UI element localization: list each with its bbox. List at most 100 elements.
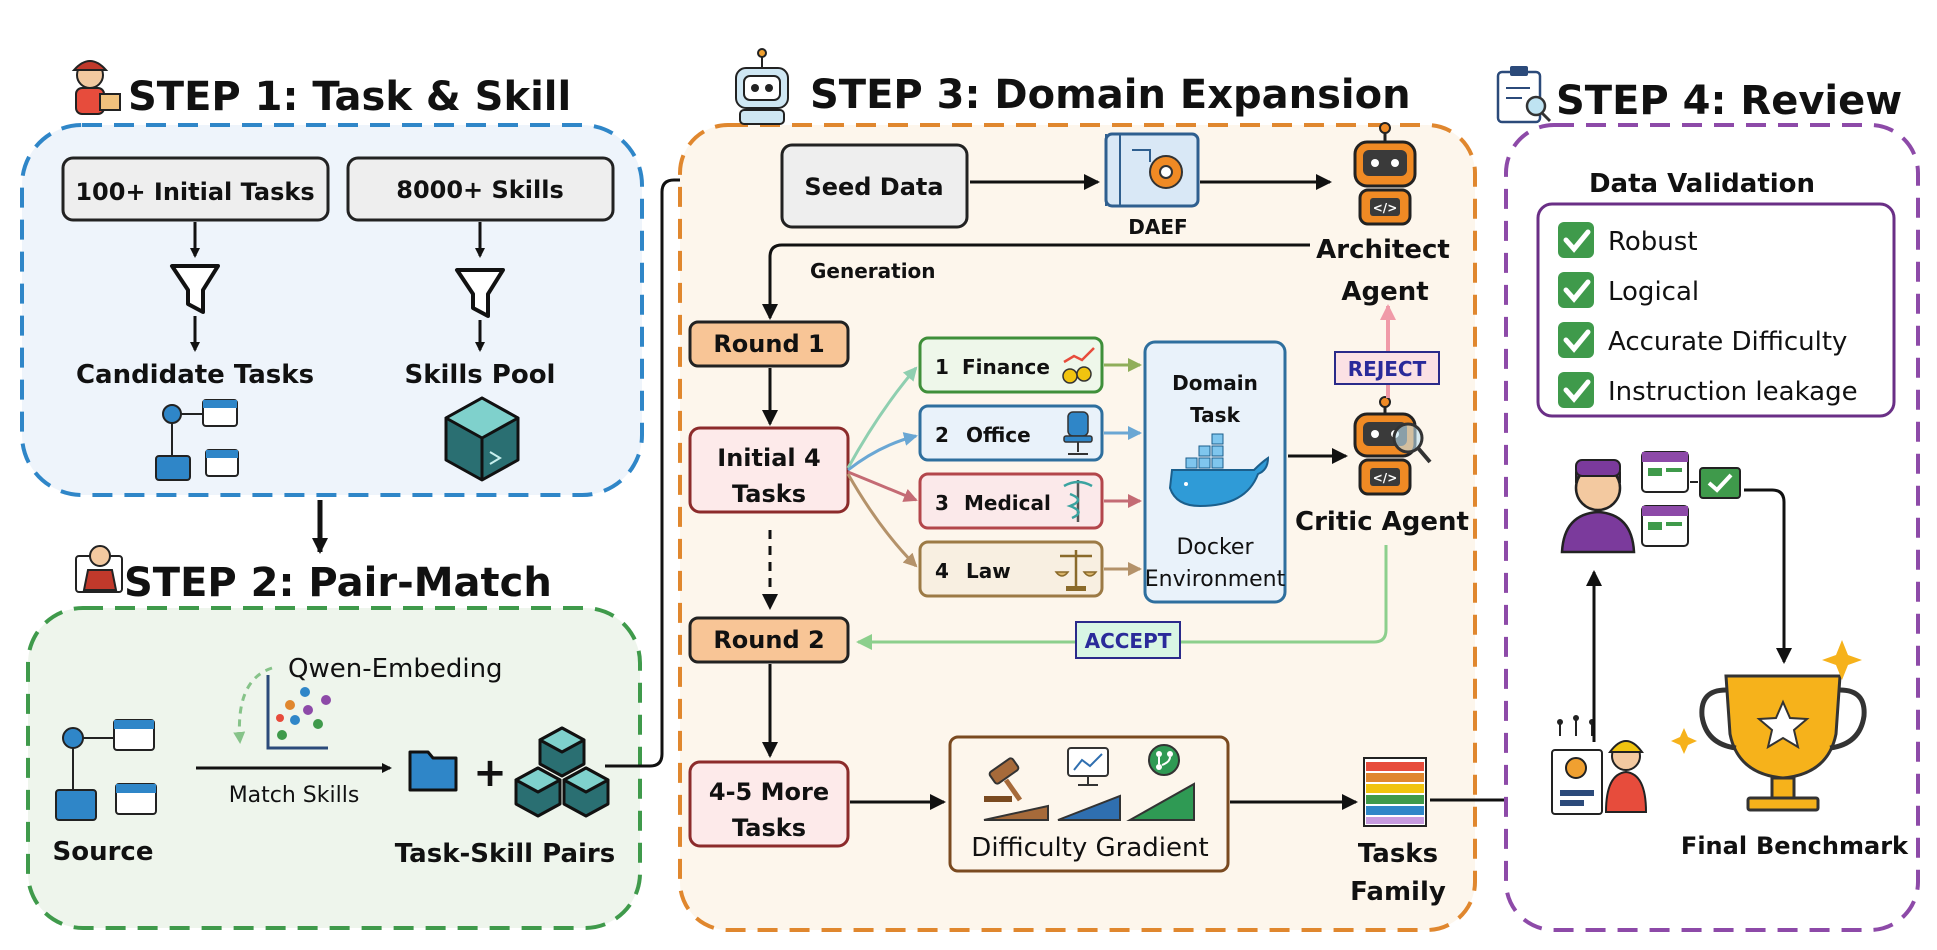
domain-name: Law [966, 559, 1011, 583]
filter-icon-skills [455, 268, 505, 318]
round1-label: Round 1 [713, 330, 824, 358]
embedding-scatter-icon [266, 675, 331, 750]
finance-chart-icon [1062, 347, 1095, 384]
initial4-label-line1: Initial 4 [717, 444, 820, 472]
validation-title: Data Validation [1589, 169, 1815, 199]
source-flow-icon [55, 719, 157, 821]
svg-text:</>: </> [1373, 471, 1398, 485]
docker-label-line2: Environment [1145, 567, 1286, 592]
domain-law: 4 Law [918, 540, 1104, 598]
review-to-trophy-arrow [1744, 488, 1792, 664]
initial-tasks-label: 100+ Initial Tasks [75, 178, 314, 206]
step3-robot-icon [735, 48, 789, 125]
difficulty-label: Difficulty Gradient [971, 833, 1208, 863]
svg-text:</>: </> [1373, 201, 1398, 215]
folder-icon [408, 750, 458, 792]
critic-robot-icon: </> [1353, 396, 1432, 496]
step3-title: STEP 3: Domain Expansion [810, 72, 1411, 118]
check-mark [1563, 279, 1591, 303]
check-icon [1558, 372, 1594, 408]
pairs-to-seed-arrow [605, 172, 780, 768]
step2-person-icon [75, 545, 123, 593]
skills-cube-icon [444, 396, 520, 482]
domain-name: Finance [962, 355, 1050, 379]
accept-arrow [856, 545, 1388, 650]
more-tasks-box [688, 760, 850, 848]
domain-task-label-line2: Task [1190, 403, 1240, 427]
office-chair-icon [1063, 411, 1093, 455]
skills-pool-label: Skills Pool [405, 360, 556, 390]
candidate-tasks-label: Candidate Tasks [76, 360, 314, 390]
check-icon [1558, 222, 1594, 258]
validation-item-label: Instruction leakage [1608, 377, 1858, 407]
trophy-icon [1671, 640, 1867, 812]
source-label: Source [53, 837, 154, 867]
domain-number: 3 [935, 491, 949, 515]
tasks-family-stack-icon [1363, 757, 1427, 827]
benchmark-label: Benchmark [1756, 832, 1909, 860]
domain-name: Office [966, 423, 1031, 447]
initial4-label-line2: Tasks [732, 480, 806, 508]
tasks-family-line1: Tasks [1358, 839, 1438, 869]
accept-badge [1075, 621, 1181, 659]
skills-label: 8000+ Skills [396, 176, 563, 204]
domain-number: 2 [935, 423, 949, 447]
caduceus-icon [1063, 480, 1093, 522]
validation-item: Robust [1558, 222, 1698, 258]
reject-label: REJECT [1348, 357, 1427, 381]
generation-arrow [762, 243, 1310, 320]
domain-task-label-line1: Domain [1172, 371, 1258, 395]
domain-number: 4 [935, 559, 949, 583]
check-icon [1558, 322, 1594, 358]
step4-title: STEP 4: Review [1556, 78, 1902, 124]
architect-robot-icon: </> [1353, 122, 1417, 226]
validation-item: Accurate Difficulty [1558, 322, 1847, 358]
task-skill-pairs-label: Task-Skill Pairs [395, 839, 615, 869]
validation-item: Instruction leakage [1558, 372, 1858, 408]
seed-data-label: Seed Data [804, 173, 943, 201]
domain-finance: 1 Finance [918, 336, 1104, 394]
accept-label: ACCEPT [1085, 629, 1172, 653]
domain-number: 1 [935, 355, 949, 379]
critic-agent-label: Critic Agent [1295, 507, 1469, 537]
check-mark [1563, 329, 1591, 353]
skills-box [346, 156, 615, 222]
seed-data-box [780, 143, 969, 229]
reviewer-icon [1560, 451, 1741, 554]
final-label: Final [1681, 832, 1747, 860]
generation-label: Generation [810, 259, 936, 283]
check-mark [1563, 379, 1591, 403]
embedding-label: Qwen-Embeding [288, 654, 503, 684]
step1-person-icon [71, 60, 121, 115]
monitor-chart-icon [1067, 747, 1109, 786]
daef-blueprint-icon [1104, 132, 1200, 208]
step1-title: STEP 1: Task & Skill [128, 74, 571, 120]
validation-item-label: Logical [1608, 277, 1699, 307]
gavel-icon [984, 757, 1023, 802]
architect-label-line1: Architect [1316, 235, 1450, 265]
docker-label-line1: Docker [1176, 535, 1254, 560]
task-flow-icon [155, 399, 239, 481]
round1-box [688, 320, 850, 368]
domain-medical: 3 Medical [918, 472, 1104, 530]
validation-item-label: Robust [1608, 227, 1698, 257]
validation-item-label: Accurate Difficulty [1608, 327, 1847, 357]
domain-name: Medical [964, 491, 1051, 515]
step4-clipboard-icon [1496, 66, 1552, 124]
branch-icon [1148, 744, 1180, 776]
architect-label-line2: Agent [1341, 277, 1428, 307]
difficulty-ramps [983, 782, 1195, 821]
daef-label: DAEF [1128, 215, 1187, 239]
tasks-family-line2: Family [1350, 877, 1446, 907]
validation-item: Logical [1558, 272, 1699, 308]
check-mark [1563, 229, 1591, 253]
cubes-icon [514, 726, 610, 818]
step2-title: STEP 2: Pair-Match [124, 560, 552, 606]
reject-badge [1334, 351, 1440, 385]
more-tasks-label-line1: 4-5 More [709, 778, 829, 806]
more-tasks-label-line2: Tasks [732, 814, 806, 842]
round2-label: Round 2 [713, 626, 824, 654]
initial-tasks-box [61, 156, 330, 222]
